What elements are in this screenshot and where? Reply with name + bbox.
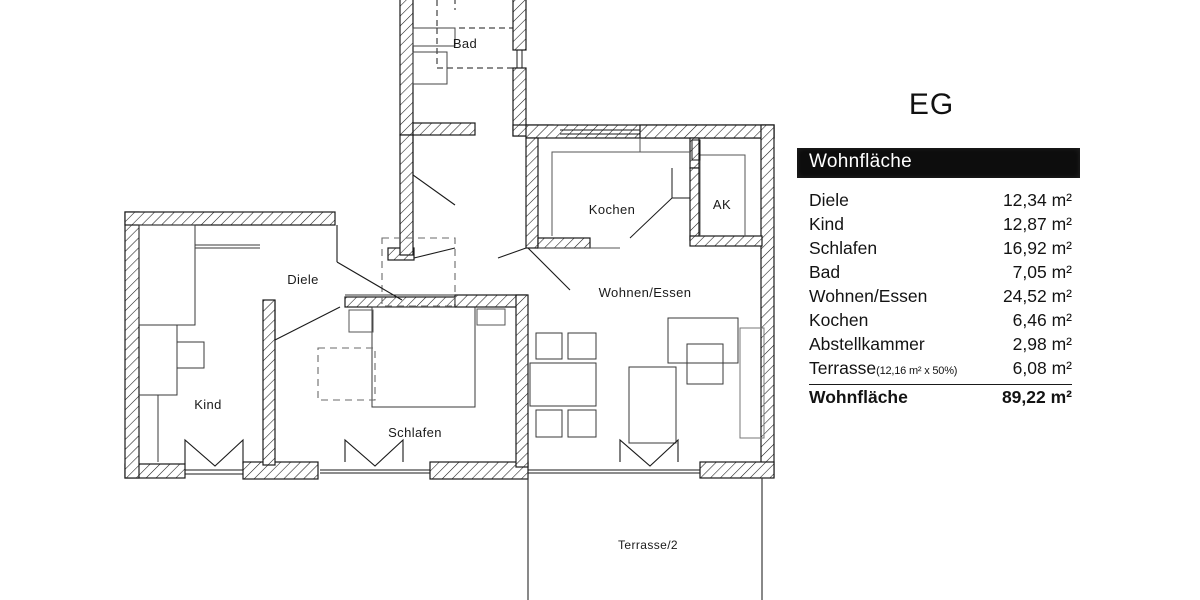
legend-room-area: 6,46 m² bbox=[1012, 310, 1072, 330]
legend-row-wohnen-essen: Wohnen/Essen 24,52 m² bbox=[809, 286, 1072, 310]
wohnen-furniture bbox=[529, 317, 765, 444]
room-label-bad: Bad bbox=[453, 36, 477, 51]
legend-room-area: 12,87 m² bbox=[1002, 214, 1072, 234]
legend-room-area: 24,52 m² bbox=[1002, 286, 1072, 306]
kochen-window bbox=[560, 129, 640, 135]
legend-title: Wohnfläche bbox=[809, 151, 912, 172]
ak-window bbox=[691, 139, 701, 161]
bad-fixtures bbox=[412, 0, 513, 85]
legend-room-name: Bad bbox=[809, 262, 841, 282]
room-label-diele: Diele bbox=[287, 272, 319, 287]
kind-furniture bbox=[138, 224, 260, 462]
legend-total-area: 89,22 m² bbox=[1001, 387, 1072, 407]
terrasse-outline bbox=[527, 478, 763, 600]
legend-header-banner: Wohnfläche bbox=[797, 148, 1080, 178]
legend-room-area: 12,34 m² bbox=[1002, 190, 1072, 210]
legend-room-note: (12,16 m² x 50%) bbox=[876, 365, 958, 377]
window-markers bbox=[184, 438, 700, 475]
legend-row-terrasse: Terrasse(12,16 m² x 50%) 6,08 m² bbox=[809, 358, 1072, 385]
legend-rows: Diele 12,34 m² Kind 12,87 m² Schlafen 16… bbox=[797, 190, 1080, 412]
legend-room-name: Wohnen/Essen bbox=[809, 286, 928, 306]
floor-tag: EG bbox=[908, 88, 955, 121]
legend-row-bad: Bad 7,05 m² bbox=[809, 262, 1072, 286]
key-plan-thumbnail bbox=[839, 0, 1024, 70]
legend-room-name: Schlafen bbox=[809, 238, 878, 258]
legend-column: EG Wohnfläche Diele 12,34 m² Kind 12,87 … bbox=[795, 0, 1200, 600]
legend-room-area: 2,98 m² bbox=[1012, 334, 1072, 354]
legend-room-area: 7,05 m² bbox=[1012, 262, 1072, 282]
bad-window bbox=[516, 50, 523, 68]
wohnflaeche-legend: Wohnfläche Diele 12,34 m² Kind 12,87 m² … bbox=[797, 148, 1080, 412]
legend-room-name-group: Terrasse(12,16 m² x 50%) bbox=[809, 358, 957, 379]
door-swings bbox=[274, 135, 571, 341]
legend-row-total: Wohnfläche 89,22 m² bbox=[809, 387, 1072, 412]
legend-room-name: Terrasse bbox=[809, 358, 877, 378]
room-label-wohnen-essen: Wohnen/Essen bbox=[599, 285, 692, 300]
room-label-ak: AK bbox=[713, 197, 731, 212]
legend-row-schlafen: Schlafen 16,92 m² bbox=[809, 238, 1072, 262]
diele-dashed-zone bbox=[381, 237, 456, 307]
legend-room-name: Kochen bbox=[809, 310, 869, 330]
room-label-kochen: Kochen bbox=[589, 202, 636, 217]
key-plan-thumbnail-svg bbox=[839, 0, 1024, 70]
legend-row-kochen: Kochen 6,46 m² bbox=[809, 310, 1072, 334]
legend-room-name: Kind bbox=[809, 214, 845, 234]
schlafen-furniture bbox=[317, 294, 506, 408]
construction-lines bbox=[538, 138, 746, 249]
legend-row-diele: Diele 12,34 m² bbox=[809, 190, 1072, 214]
legend-room-name: Diele bbox=[809, 190, 849, 210]
legend-total-label: Wohnfläche bbox=[809, 387, 908, 407]
wall-group bbox=[124, 0, 775, 480]
room-label-kind: Kind bbox=[194, 397, 222, 412]
legend-room-area: 16,92 m² bbox=[1002, 238, 1072, 258]
legend-room-name: Abstellkammer bbox=[809, 334, 925, 354]
floor-plan-svg: Bad Kochen AK Diele Wohnen/Essen Kind Sc… bbox=[124, 0, 775, 600]
legend-row-abstellkammer: Abstellkammer 2,98 m² bbox=[809, 334, 1072, 358]
floor-plan-drawing: Bad Kochen AK Diele Wohnen/Essen Kind Sc… bbox=[124, 0, 775, 600]
room-label-terrasse: Terrasse/2 bbox=[618, 538, 678, 552]
room-label-schlafen: Schlafen bbox=[388, 425, 442, 440]
legend-room-area: 6,08 m² bbox=[1012, 358, 1072, 378]
legend-row-kind: Kind 12,87 m² bbox=[809, 214, 1072, 238]
